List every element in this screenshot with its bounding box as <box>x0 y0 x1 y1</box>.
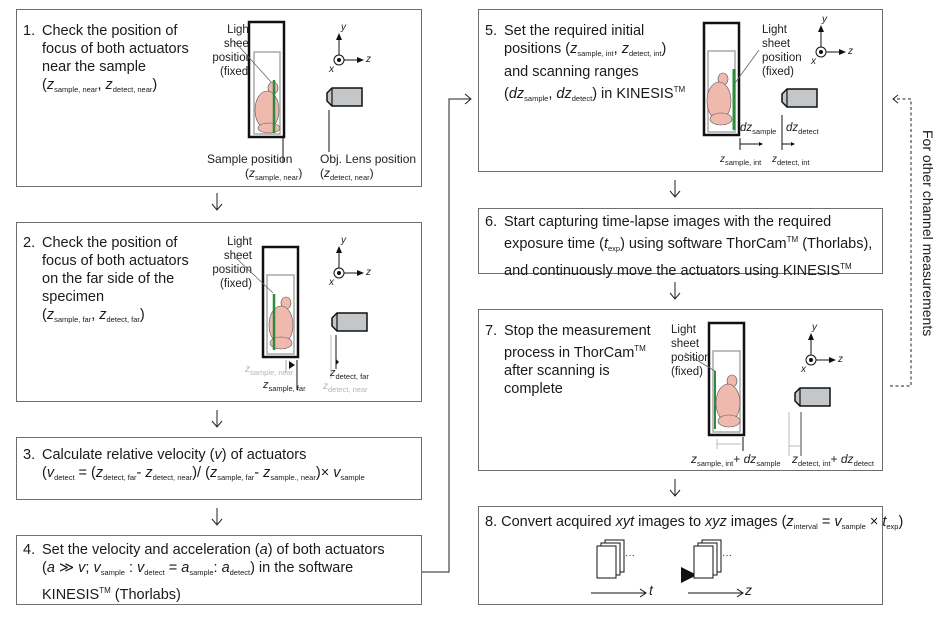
step-6-text: 6. Start capturing time-lapse images wit… <box>485 214 873 279</box>
step-4-text: 4. Set the velocity and acceleration (a)… <box>23 542 385 603</box>
step-7-text: 7. Stop the measurement process in ThorC… <box>485 323 651 397</box>
ellipsis: ··· <box>722 550 732 561</box>
flow-arrow-3-4 <box>211 508 223 526</box>
z-sample-far-label: zsample, far <box>263 379 306 393</box>
sample-chamber-diagram <box>684 321 746 451</box>
t-axis-label: t <box>649 582 653 598</box>
axis-z-label: z <box>366 54 371 65</box>
step-5-text: 5. Set the required initial positions (z… <box>485 23 686 103</box>
light-sheet-pointer <box>734 49 760 84</box>
objective-lens-icon <box>326 87 363 152</box>
sample-chamber-diagram <box>234 20 286 162</box>
play-arrow-icon <box>681 567 697 583</box>
axis-x-label: x <box>811 56 816 67</box>
step-1-box: 1. Check the position of focus of both a… <box>16 9 422 187</box>
flow-arrow-7-8 <box>669 479 681 497</box>
ellipsis: ··· <box>625 550 635 561</box>
z-detect-int-label: zdetect, int <box>772 154 810 167</box>
loop-label: For other channel measurements <box>920 130 936 337</box>
axis-z-label: z <box>848 46 853 57</box>
z-detect-near-label: zdetect, near <box>323 381 368 394</box>
axis-y-label: y <box>341 22 346 33</box>
scan-range-arrows <box>739 115 795 150</box>
t-axis-arrow <box>591 588 647 598</box>
objective-lens-icon <box>788 387 831 456</box>
z-sample-near-label: zsample, near <box>245 364 294 377</box>
axes-icon <box>805 333 836 366</box>
axes-icon <box>333 33 364 66</box>
step-1-text: 1. Check the position of focus of both a… <box>23 23 189 94</box>
z-axis-arrow <box>688 588 744 598</box>
objective-lens-icon <box>330 312 368 379</box>
flow-arrow-6-7 <box>669 282 681 300</box>
step-7-box: 7. Stop the measurement process in ThorC… <box>478 309 883 471</box>
dz-sample-label: dzsample <box>740 122 777 136</box>
xyz-image-stack-icon <box>693 539 722 579</box>
z-detect-far-label: zdetect, far <box>330 367 369 381</box>
step-2-box: 2. Check the position of focus of both a… <box>16 222 422 402</box>
axis-x-label: x <box>329 64 334 75</box>
step-3-text: 3. Calculate relative velocity (v) of ac… <box>23 447 365 482</box>
axis-x-label: x <box>801 364 806 375</box>
objective-lens-icon <box>781 88 818 108</box>
step-2-text: 2. Check the position of focus of both a… <box>23 235 189 324</box>
axis-y-label: y <box>822 14 827 25</box>
lens-position-label: Obj. Lens position (zdetect, near) <box>320 152 417 182</box>
axis-y-label: y <box>812 322 817 333</box>
axis-y-label: y <box>341 235 346 246</box>
sample-chamber-diagram <box>702 21 741 137</box>
step-3-box: 3. Calculate relative velocity (v) of ac… <box>16 437 422 500</box>
z-detect-end-label: zdetect, int+ dzdetect <box>792 452 874 468</box>
axis-z-label: z <box>366 267 371 278</box>
velocity-formula: (vdetect = (zdetect, far- zdetect, near)… <box>42 465 365 482</box>
axes-icon <box>815 25 846 58</box>
step-4-box: 4. Set the velocity and acceleration (a)… <box>16 535 422 605</box>
flow-arrow-5-6 <box>669 180 681 198</box>
sample-chamber-diagram <box>234 245 300 390</box>
sample-position-label: Sample position (zsample, near) <box>207 152 303 182</box>
step-6-box: 6. Start capturing time-lapse images wit… <box>478 208 883 279</box>
step-8-box: 8. Convert acquired xyt images to xyz im… <box>478 506 904 605</box>
axis-z-label: z <box>838 354 843 365</box>
xyt-image-stack-icon <box>596 539 625 579</box>
flow-arrow-1-2 <box>211 193 223 211</box>
z-sample-end-label: zsample, int+ dzsample <box>691 452 781 468</box>
step-5-box: 5. Set the required initial positions (z… <box>478 9 883 172</box>
z-axis-label: z <box>745 582 752 598</box>
flow-arrow-2-3 <box>211 410 223 428</box>
axes-icon <box>333 246 364 279</box>
step-8-text: 8. Convert acquired xyt images to xyz im… <box>485 514 904 531</box>
z-sample-int-label: zsample, int <box>720 154 762 167</box>
dz-detect-label: dzdetect <box>786 122 819 136</box>
axis-x-label: x <box>329 277 334 288</box>
